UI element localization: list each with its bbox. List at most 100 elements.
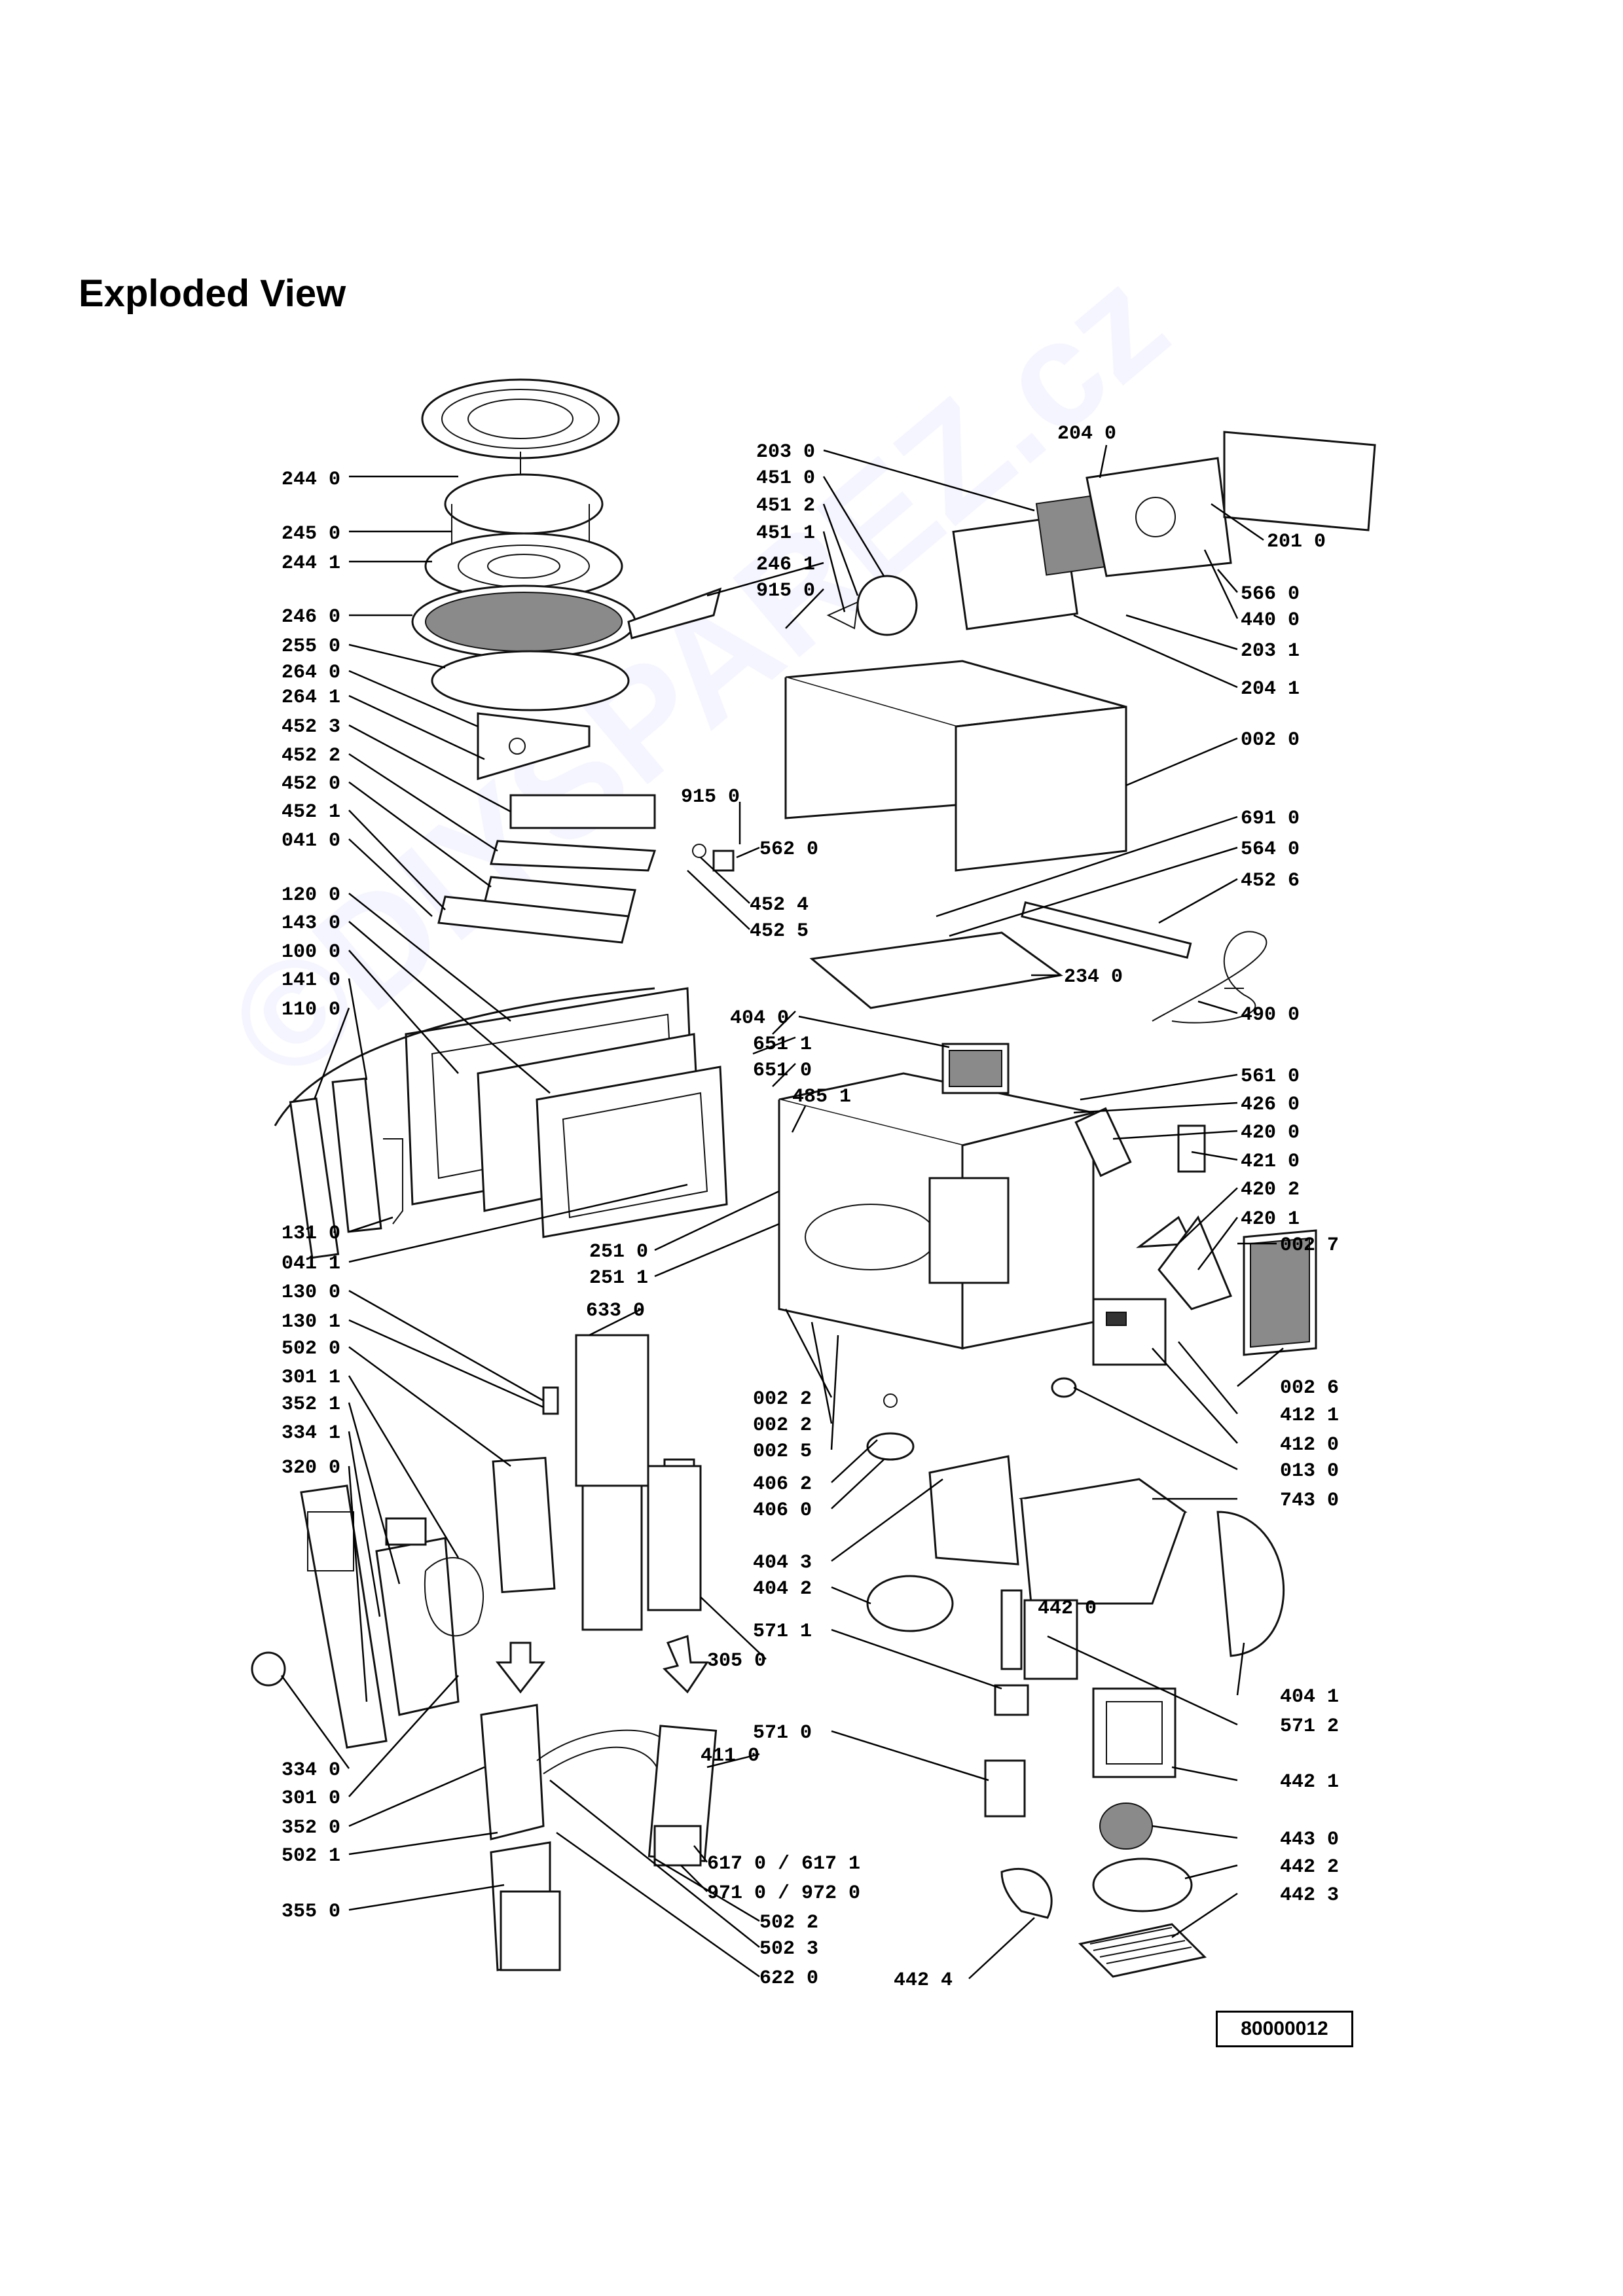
label-5660: 566 0 — [1241, 583, 1300, 605]
label-3200: 320 0 — [282, 1457, 340, 1479]
label-6910: 691 0 — [1241, 808, 1300, 830]
label-6511: 651 1 — [753, 1033, 812, 1056]
label-5711: 571 1 — [753, 1621, 812, 1643]
label-2510: 251 0 — [589, 1241, 648, 1263]
label-5640: 564 0 — [1241, 838, 1300, 861]
label-5712: 571 2 — [1280, 1715, 1339, 1738]
label-3050: 305 0 — [707, 1650, 766, 1672]
label-2511: 251 1 — [589, 1267, 648, 1289]
label-2040: 204 0 — [1057, 423, 1116, 445]
label-4202: 420 2 — [1241, 1179, 1300, 1201]
label-4260: 426 0 — [1241, 1094, 1300, 1116]
label-2340: 234 0 — [1064, 966, 1123, 988]
label-4430: 443 0 — [1280, 1829, 1339, 1851]
label-1310: 131 0 — [282, 1223, 340, 1245]
label-3011: 301 1 — [282, 1367, 340, 1389]
label-4121: 412 1 — [1280, 1405, 1339, 1427]
label-9150a: 915 0 — [756, 580, 815, 602]
label-3010: 301 0 — [282, 1787, 340, 1810]
label-3521: 352 1 — [282, 1393, 340, 1416]
label-2041: 204 1 — [1241, 678, 1300, 700]
label-9710: 971 0 / 972 0 — [707, 1882, 860, 1905]
label-2030: 203 0 — [756, 441, 815, 463]
label-1301: 130 1 — [282, 1311, 340, 1333]
label-2031: 203 1 — [1241, 640, 1300, 662]
label-4041: 404 1 — [1280, 1686, 1339, 1708]
label-1100: 110 0 — [282, 999, 340, 1021]
label-5620: 562 0 — [759, 838, 818, 861]
parts-drawings — [251, 378, 1376, 1978]
label-4400: 440 0 — [1241, 609, 1300, 632]
leader-lines — [280, 444, 1284, 1979]
label-4522: 452 2 — [282, 745, 340, 767]
label-0026: 002 6 — [1280, 1377, 1339, 1399]
label-1430: 143 0 — [282, 912, 340, 935]
label-2640: 264 0 — [282, 662, 340, 684]
label-4525: 452 5 — [750, 920, 809, 942]
label-4510: 451 0 — [756, 467, 815, 490]
label-0020: 002 0 — [1241, 729, 1300, 751]
label-4851: 485 1 — [792, 1086, 851, 1108]
label-6330: 633 0 — [586, 1300, 645, 1322]
label-4420: 442 0 — [1038, 1598, 1097, 1620]
label-2641: 264 1 — [282, 687, 340, 709]
label-4110: 411 0 — [701, 1745, 759, 1767]
label-4900: 490 0 — [1241, 1004, 1300, 1026]
label-4040: 404 0 — [730, 1007, 789, 1030]
label-0022b: 002 2 — [753, 1414, 812, 1437]
label-2450: 245 0 — [282, 523, 340, 545]
part-number-labels: 244 0 245 0 244 1 246 0 255 0 264 0 264 … — [282, 423, 1339, 1992]
label-6170: 617 0 / 617 1 — [707, 1853, 860, 1875]
label-3520: 352 0 — [282, 1817, 340, 1839]
label-4210: 421 0 — [1241, 1151, 1300, 1173]
label-5020: 502 0 — [282, 1338, 340, 1360]
label-4511: 451 1 — [756, 522, 815, 545]
label-5023: 502 3 — [759, 1938, 818, 1960]
label-1300: 130 0 — [282, 1282, 340, 1304]
label-0025: 002 5 — [753, 1441, 812, 1463]
label-1200: 120 0 — [282, 884, 340, 906]
label-4524: 452 4 — [750, 894, 809, 916]
label-4201: 420 1 — [1241, 1208, 1300, 1230]
label-9150b: 915 0 — [681, 786, 740, 808]
label-1410: 141 0 — [282, 969, 340, 992]
label-4512: 451 2 — [756, 495, 815, 517]
label-2461: 246 1 — [756, 554, 815, 576]
label-4521: 452 1 — [282, 801, 340, 823]
label-4421: 442 1 — [1280, 1771, 1339, 1793]
label-5022: 502 2 — [759, 1912, 818, 1934]
label-4042: 404 2 — [753, 1578, 812, 1600]
label-4043: 404 3 — [753, 1552, 812, 1574]
label-1000: 100 0 — [282, 941, 340, 963]
label-4520: 452 0 — [282, 773, 340, 795]
label-2441: 244 1 — [282, 552, 340, 575]
label-0022a: 002 2 — [753, 1388, 812, 1410]
page-title: Exploded View — [79, 272, 346, 315]
label-2550: 255 0 — [282, 636, 340, 658]
label-2010: 201 0 — [1267, 531, 1326, 553]
label-0130: 013 0 — [1280, 1460, 1339, 1482]
label-5610: 561 0 — [1241, 1066, 1300, 1088]
drawing-reference-number: 80000012 — [1216, 2011, 1353, 2047]
label-4062: 406 2 — [753, 1473, 812, 1496]
label-2460: 246 0 — [282, 606, 340, 628]
label-2440: 244 0 — [282, 469, 340, 491]
label-4060: 406 0 — [753, 1499, 812, 1522]
label-3550: 355 0 — [282, 1901, 340, 1923]
label-3340: 334 0 — [282, 1759, 340, 1782]
label-0411: 041 1 — [282, 1253, 340, 1275]
label-3341: 334 1 — [282, 1422, 340, 1444]
label-6510: 651 0 — [753, 1060, 812, 1082]
label-5710: 571 0 — [753, 1722, 812, 1744]
label-4200: 420 0 — [1241, 1122, 1300, 1144]
label-0410: 041 0 — [282, 830, 340, 852]
label-4120: 412 0 — [1280, 1434, 1339, 1456]
label-5021: 502 1 — [282, 1845, 340, 1867]
label-4422: 442 2 — [1280, 1856, 1339, 1878]
label-4526: 452 6 — [1241, 870, 1300, 892]
label-4423: 442 3 — [1280, 1884, 1339, 1907]
label-7430: 743 0 — [1280, 1490, 1339, 1512]
label-4424: 442 4 — [894, 1969, 953, 1992]
label-0027: 002 7 — [1280, 1234, 1339, 1257]
